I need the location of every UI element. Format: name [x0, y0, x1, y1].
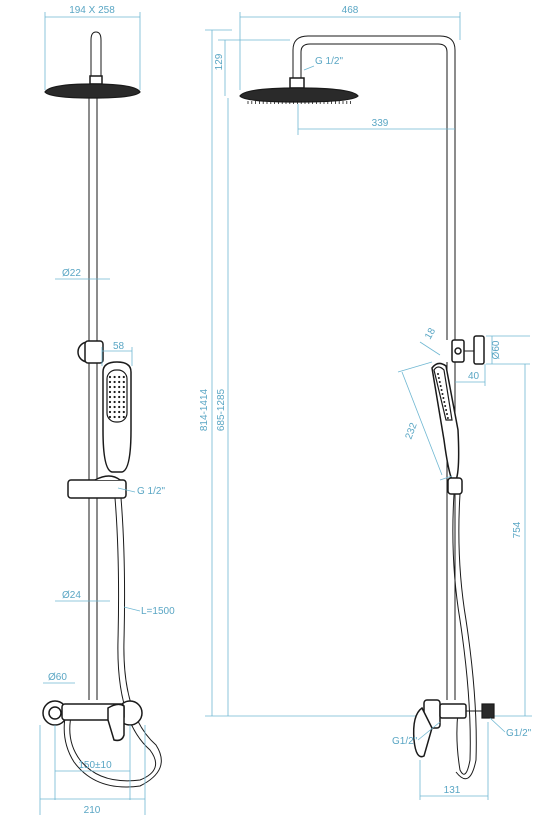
hose-side	[452, 493, 471, 775]
handshower-width-label: 58	[113, 341, 125, 352]
holder-thread-label: G 1/2"	[137, 486, 165, 497]
mixer-width-label: 210	[84, 805, 101, 816]
mixer-dia-label: Ø60	[48, 672, 67, 683]
inlet-left-label: G1/2"	[392, 736, 418, 747]
pipe-upper-dia-label: Ø22	[62, 268, 81, 279]
side-slide-holder	[447, 477, 463, 495]
hand-head-width-label: 18	[423, 326, 438, 342]
nozzle-grid	[108, 375, 125, 419]
hand-length-label: 232	[404, 421, 420, 441]
mixer-lever	[107, 703, 125, 742]
head-size-label: 194 X 258	[69, 5, 115, 16]
hose-front	[69, 497, 157, 782]
side-mixer-lever	[412, 706, 433, 758]
mixer-depth-label: 131	[444, 785, 461, 796]
hand-shower-side	[431, 362, 460, 481]
wall-mount-depth-label: 40	[468, 371, 480, 382]
front-view: 194 X 258 Ø22 58 G 1/2" Ø24	[39, 5, 175, 816]
side-head-connector	[289, 77, 305, 89]
total-height-label: 814-1414	[199, 388, 210, 431]
shower-arm	[292, 35, 456, 700]
adjust-range-label: 685-1285	[216, 388, 227, 431]
arm-length-label: 468	[342, 5, 359, 16]
holder-height-label: 754	[512, 521, 523, 538]
hose-length-label: L=1500	[141, 606, 175, 617]
head-thread-label: G 1/2"	[315, 56, 343, 67]
mixer-spacing-label: 150±10	[78, 760, 112, 771]
side-view: 468 129 G 1/2" 339 814-1414 685-1285	[199, 5, 532, 800]
riser-top	[90, 31, 102, 80]
slide-holder	[67, 479, 127, 499]
head-connector	[89, 75, 103, 85]
inlet-right-label: G1/2"	[506, 728, 532, 739]
wall-mount-dia-label: Ø60	[491, 340, 502, 359]
head-height-label: 129	[214, 53, 225, 70]
hand-shower-face	[106, 369, 128, 423]
hand-nozzles	[437, 373, 449, 419]
pipe-lower-dia-label: Ø24	[62, 590, 81, 601]
shower-head-front	[44, 83, 141, 99]
arm-reach-label: 339	[372, 118, 389, 129]
shower-head-side	[239, 87, 359, 103]
side-nozzles	[247, 101, 352, 104]
